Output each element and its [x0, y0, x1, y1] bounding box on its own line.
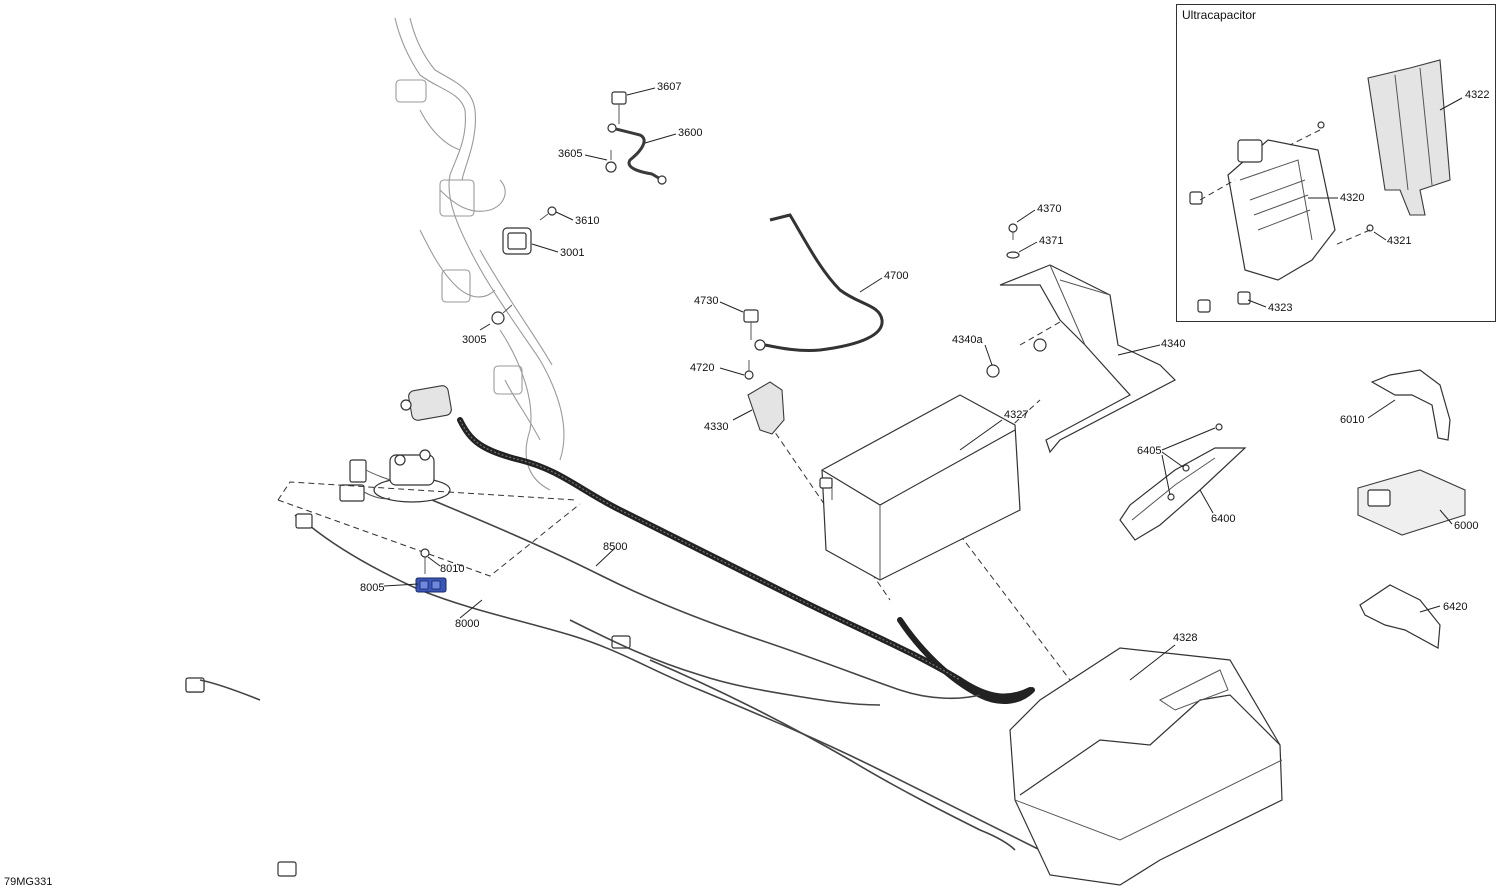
callout-3605: 3605	[558, 148, 582, 160]
callout-6405: 6405	[1137, 445, 1161, 457]
nut-4730	[743, 309, 759, 340]
callout-4730: 4730	[694, 295, 718, 307]
callout-4321: 4321	[1387, 235, 1411, 247]
retainer-6400	[1119, 447, 1247, 541]
ground-cable-3600	[605, 91, 667, 185]
ultracapacitor-inset-frame	[1176, 4, 1496, 322]
shield-4322	[1367, 59, 1451, 216]
callout-8500: 8500	[603, 541, 627, 553]
callout-6420: 6420	[1443, 601, 1467, 613]
leader-lines	[383, 87, 1463, 681]
battery-4327	[819, 394, 1021, 581]
battery-bracket-4340	[999, 264, 1177, 454]
bolt-3005	[491, 304, 513, 325]
callout-4371: 4371	[1039, 235, 1063, 247]
callout-4720: 4720	[690, 362, 714, 374]
callout-4322: 4322	[1465, 89, 1489, 101]
connector-3001	[502, 227, 532, 255]
callout-4340a: 4340a	[952, 334, 983, 346]
inset-title: Ultracapacitor	[1182, 8, 1257, 22]
callout-4328: 4328	[1173, 632, 1197, 644]
screws-4321	[1317, 121, 1374, 232]
chassis-frame-ghost	[394, 17, 565, 491]
nut-4340a	[986, 364, 1000, 378]
starter-solenoid	[339, 449, 451, 503]
callout-4323: 4323	[1268, 302, 1292, 314]
callout-4340: 4340	[1161, 338, 1185, 350]
callout-3607: 3607	[657, 81, 681, 93]
module-6000	[1357, 469, 1466, 536]
callout-4700: 4700	[884, 270, 908, 282]
battery-tray-4328	[1009, 647, 1283, 886]
figure-code: 79MG331	[4, 876, 53, 888]
connector-8000-end	[199, 659, 1016, 877]
callout-4370: 4370	[1037, 203, 1061, 215]
callout-3005: 3005	[462, 334, 486, 346]
callout-8010: 8010	[440, 563, 464, 575]
bolt-3610	[539, 206, 557, 221]
callout-6400: 6400	[1211, 513, 1235, 525]
battery-harness	[400, 385, 1035, 704]
screws-6405	[1167, 423, 1223, 501]
callout-4330: 4330	[704, 421, 728, 433]
bracket-6010	[1370, 369, 1451, 441]
callout-6000: 6000	[1454, 520, 1478, 532]
standoffs-4323	[1189, 191, 1251, 313]
callout-8005: 8005	[360, 582, 384, 594]
inset-dash-lines	[1199, 129, 1371, 246]
callout-3001: 3001	[560, 247, 584, 259]
callout-8000: 8000	[455, 618, 479, 630]
washer-4371	[1006, 251, 1020, 259]
bolt-4370	[1008, 223, 1018, 240]
ultracapacitor-4320	[1227, 139, 1336, 281]
callout-labels: 3607 3600 3605 3610 3001 3005 4370 4371 …	[360, 81, 1489, 644]
screw-8010	[420, 548, 430, 574]
terminal-cover-4330	[747, 381, 785, 435]
callout-4320: 4320	[1340, 192, 1364, 204]
callout-6010: 6010	[1340, 414, 1364, 426]
bolt-4720	[744, 360, 754, 380]
cable-4700	[754, 213, 884, 352]
callout-4327: 4327	[1004, 409, 1028, 421]
callout-3610: 3610	[575, 215, 599, 227]
clip-8005	[415, 577, 447, 593]
callout-3600: 3600	[678, 127, 702, 139]
bracket-6420	[1359, 584, 1441, 649]
